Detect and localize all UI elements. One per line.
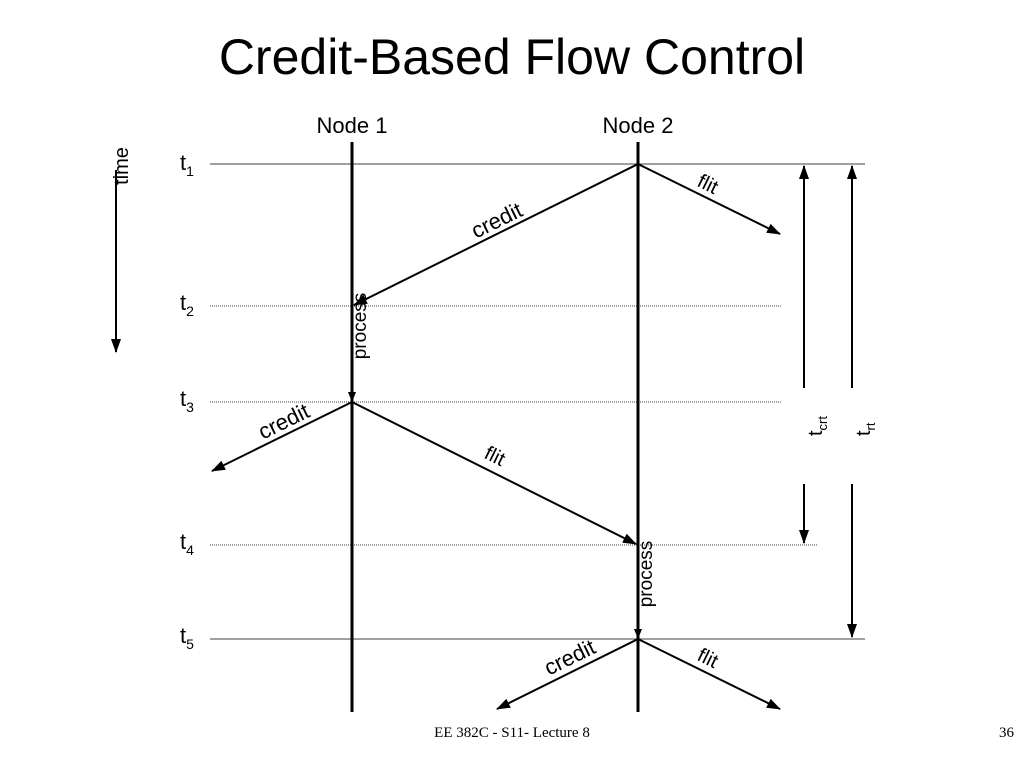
- process-label-node-1: process: [350, 293, 371, 360]
- time-label-t2: t2: [180, 290, 194, 319]
- credit-label-t1: credit: [467, 197, 526, 243]
- credit-label-t3: credit: [254, 398, 313, 444]
- time-axis: time: [111, 147, 133, 353]
- round-trip-interval: trt: [847, 165, 878, 638]
- time-label-t1: t1: [180, 150, 194, 179]
- process-label-node-2: process: [636, 541, 657, 608]
- messages: flit credit credit flit credit flit: [211, 163, 781, 710]
- flit-label-t1: flit: [694, 170, 722, 199]
- credit-arrow-t5: [496, 638, 639, 710]
- time-axis-label: time: [111, 147, 133, 185]
- time-label-t5: t5: [180, 623, 194, 652]
- node-2-label: Node 2: [603, 113, 674, 138]
- flit-arrow-t3: [351, 401, 637, 545]
- time-label-t3: t3: [180, 386, 194, 415]
- credit-round-trip-interval: tcrt: [799, 165, 830, 544]
- flit-arrow-t1: [637, 163, 781, 235]
- rt-label: trt: [853, 422, 878, 436]
- flit-arrow-t5: [637, 638, 781, 710]
- time-labels: t1 t2 t3 t4 t5: [180, 150, 194, 652]
- crt-label: tcrt: [805, 416, 830, 436]
- time-lines: [210, 163, 865, 640]
- node-1-label: Node 1: [317, 113, 388, 138]
- credit-arrow-t3: [211, 401, 353, 472]
- slide-title: Credit-Based Flow Control: [218, 29, 806, 85]
- page-number: 36: [999, 725, 1014, 741]
- time-label-t4: t4: [180, 529, 194, 558]
- credit-arrow-t1: [353, 163, 639, 306]
- flit-label-t3: flit: [481, 442, 509, 471]
- slide-footer: EE 382C - S11- Lecture 8: [434, 725, 590, 741]
